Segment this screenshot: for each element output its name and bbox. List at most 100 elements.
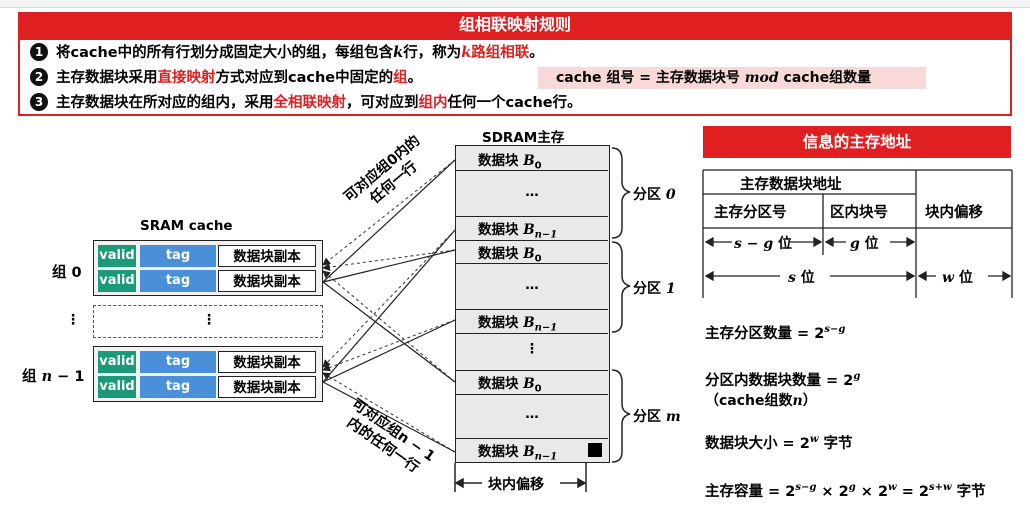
group-n-label: 组 n − 1 [22,365,84,386]
bits-var: w [942,270,955,286]
partition-brace-0 [611,147,631,239]
rule-3-highlight-b: 组内 [418,95,448,111]
partition-brace-m [611,369,631,463]
formula-unit: 字节 [818,436,853,452]
memory-block-b0: 数据块 B0 [456,149,608,172]
bits-unit: 位 [859,236,879,252]
formula-left: cache 组号 = 主存数据块号 [556,70,745,86]
block-bits: g 位 [850,233,879,253]
vertical-dots: ⋮ [66,312,80,328]
rule-1-var-k: k [393,44,404,61]
valid-bit: valid [98,351,136,373]
formula-exp: s+w [929,482,952,494]
block-sub: 0 [534,383,542,395]
block-label: 数据块 [478,376,524,392]
solid-line [322,381,456,453]
note-text: （cache组数 [705,393,793,409]
solid-line [322,281,456,383]
memory-vertical-dots: ⋮ [525,341,539,357]
block-label: 数据块 [478,315,524,331]
block-copy: 数据块副本 [218,270,316,292]
formula-blocks-per-partition: 分区内数据块数量 = 2g [705,369,860,390]
block-copy: 数据块副本 [218,351,316,373]
memory-ellipsis: … [525,184,539,200]
block-label: 数据块 [478,153,524,169]
dash-line [322,372,456,453]
offset-bits: w 位 [942,267,973,287]
formula-text: 主存容量 = 2 [705,484,796,500]
block-var: B [523,444,535,460]
memory-block-b0: 数据块 B0 [456,372,608,395]
partition-bits: s − g 位 [734,233,792,253]
cache-group-0: valid tag 数据块副本 valid tag 数据块副本 [93,240,323,296]
bits-unit: 位 [773,236,793,252]
dash-line [322,229,456,368]
byte-marker [588,443,602,457]
formula-right: cache组数量 [778,70,872,86]
partition-m-label: 分区 m [633,406,681,426]
formula-capacity: 主存容量 = 2s−g × 2g × 2w = 2s+w 字节 [705,480,986,501]
formula-text: × 2 [855,484,889,500]
memory-block-bn: 数据块 Bn−1 [456,218,608,241]
note-var: n [792,393,803,409]
formula-note: （cache组数n） [705,390,817,410]
bits-var: s [788,270,796,286]
sdram-title: SDRAM主存 [482,130,565,146]
valid-bit: valid [98,376,136,398]
partition-id: 1 [665,281,676,297]
formula-text: 分区内数据块数量 = 2 [705,373,854,389]
sram-title: SRAM cache [140,218,233,234]
group-n-var: n [41,368,53,385]
rule-2-highlight-b: 组 [393,70,408,86]
solid-line [322,319,456,383]
block-sub: 0 [534,253,542,265]
rule-3-text-a: 主存数据块在所对应的组内，采用 [56,95,274,111]
rule-1-text-c: 。 [529,45,544,61]
block-copy: 数据块副本 [218,376,316,398]
formula-mod: mod [744,70,779,86]
block-label: 数据块 [478,444,524,460]
group-0-label: 组 0 [52,265,82,281]
formula-text: × 2 [816,484,849,500]
solid-line [322,229,456,383]
dash-line [322,270,456,383]
group-n-suffix: − 1 [52,369,85,385]
partition-number-header: 主存分区号 [714,205,787,221]
dash-line [322,319,456,372]
tag-field: tag [140,245,216,267]
block-sub: n−1 [534,451,558,463]
partition-brace-1 [611,241,631,333]
group-n-prefix: 组 [22,369,42,385]
formula-exp: w [809,434,819,446]
block-var: B [523,376,535,392]
partition-id: 0 [665,187,676,203]
formula-exp: w [888,482,897,494]
valid-bit: valid [98,270,136,292]
partition-id: m [665,409,681,425]
rule-3-highlight-a: 全相联映射 [273,95,347,111]
block-label: 数据块 [478,222,524,238]
memory-block-b0: 数据块 B0 [456,242,608,265]
memory-block-bn: 数据块 Bn−1 [456,311,608,334]
partition-text: 分区 [633,409,666,425]
info-title: 信息的主存地址 [703,126,1011,158]
block-var: B [523,246,535,262]
formula-exp: s−g [795,482,817,494]
formula-partition-count: 主存分区数量 = 2s−g [705,322,845,343]
offset-header: 块内偏移 [925,205,983,221]
rule-2-text-b: 方式对应到cache中固定的 [215,70,394,86]
rule-2-text-a: 主存数据块采用 [56,70,158,86]
block-sub: 0 [534,160,542,172]
note-text: ） [802,393,817,409]
partition-0-label: 分区 0 [633,184,676,204]
memory-offset-label: 块内偏移 [488,477,544,493]
bits-unit: 位 [795,270,815,286]
formula-exp: g [853,371,861,383]
bits-var: s − g [734,236,774,252]
rule-2-highlight-a: 直接映射 [157,70,216,86]
vertical-dots: ⋮ [202,312,216,328]
rule-3-text-c: 任何一个cache行。 [447,95,582,111]
